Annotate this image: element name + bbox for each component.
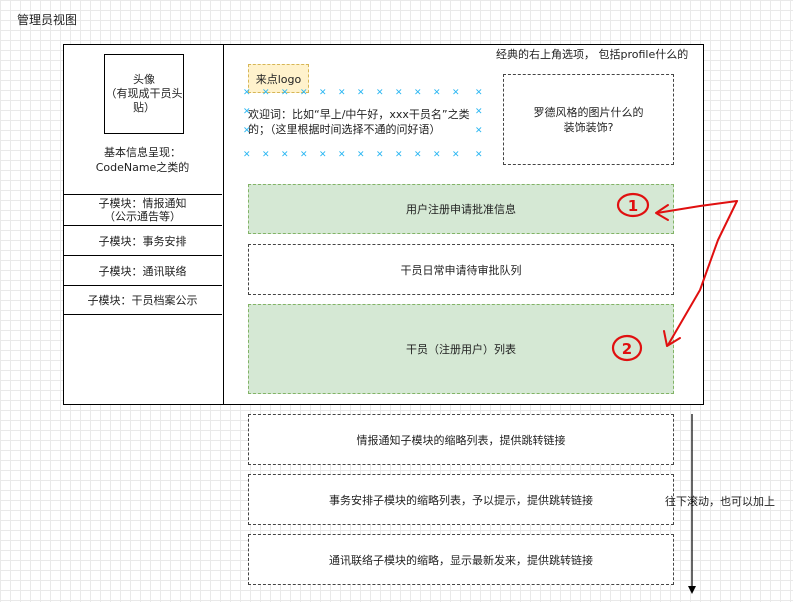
sidebar-item-label: 子模块：干员档案公示 [87, 294, 198, 307]
arrow-to-mark-1-head [655, 204, 669, 221]
annotation-mark-1: 1 [616, 192, 650, 218]
page-title: 管理员视图 [17, 13, 78, 27]
comms-summary-box[interactable]: 通讯联络子模块的缩略，显示最新发来，提供跳转链接 [248, 534, 674, 585]
sidebar-item-label: 子模块：情报通知 （公示通告等） [98, 197, 187, 223]
sidebar-item-affairs[interactable]: 子模块：事务安排 [63, 225, 222, 255]
daily-queue-box[interactable]: 干员日常申请待审批队列 [248, 244, 674, 295]
arrow-to-mark-1 [656, 200, 738, 214]
arrow-to-mark-2 [667, 200, 738, 346]
sidebar-item-archives[interactable]: 子模块：干员档案公示 [63, 285, 222, 315]
annotation-arrows [655, 200, 738, 347]
sidebar-item-comms[interactable]: 子模块：通讯联络 [63, 255, 222, 285]
affairs-summary-box[interactable]: 事务安排子模块的缩略列表，予以提示，提供跳转链接 [248, 474, 674, 525]
mark-1-label: 1 [628, 197, 638, 215]
annotation-mark-2: 2 [611, 334, 643, 362]
logo-placeholder[interactable]: 来点logo [248, 64, 309, 93]
mark-2-label: 2 [622, 340, 632, 358]
top-right-options-note[interactable]: 经典的右上角选项， 包括profile什么的 [496, 48, 689, 61]
registration-approval-box[interactable]: 用户注册申请批准信息 [248, 184, 674, 234]
sidebar-item-label: 子模块：事务安排 [98, 234, 187, 248]
sidebar-item-label: 子模块：通讯联络 [98, 264, 187, 278]
operator-list-box[interactable]: 干员（注册用户）列表 [248, 304, 674, 394]
scroll-down-arrow [688, 414, 696, 594]
decor-image-box[interactable]: 罗德风格的图片什么的 装饰装饰? [503, 74, 674, 165]
basic-info-text: 基本信息呈现： CodeName之类的 [95, 146, 190, 174]
avatar[interactable]: 头像 （有现成干员头贴） [104, 54, 184, 134]
sidebar-item-intel[interactable]: 子模块：情报通知 （公示通告等） [63, 194, 222, 225]
welcome-text: 欢迎词：比如“早上/中午好，xxx干员名”之类的；（这里根据时间选择不通的问好语… [248, 108, 470, 136]
sidebar: 头像 （有现成干员头贴） 基本信息呈现： CodeName之类的 子模块：情报通… [63, 44, 224, 405]
arrow-to-mark-2-head [663, 330, 681, 347]
intel-summary-box[interactable]: 情报通知子模块的缩略列表，提供跳转链接 [248, 414, 674, 465]
